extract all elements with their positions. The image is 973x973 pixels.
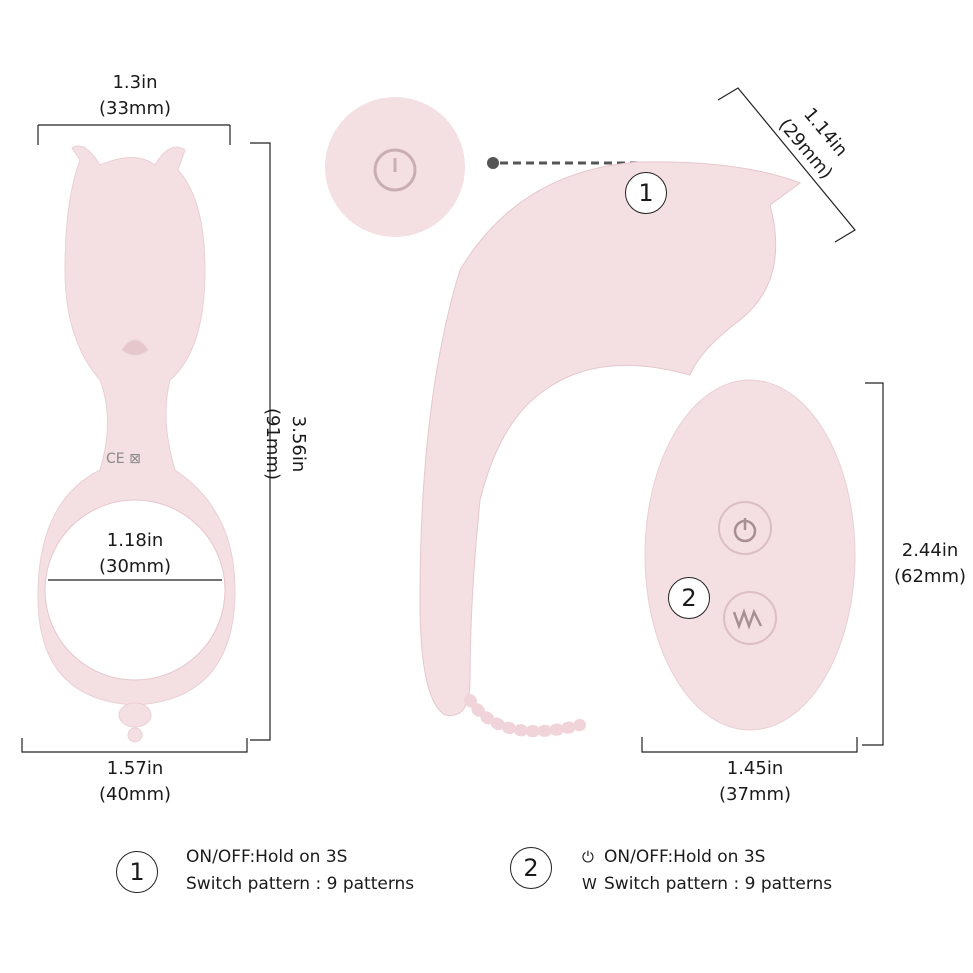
depth-dimension-line bbox=[717, 87, 856, 243]
remote-dimension-lines bbox=[641, 382, 884, 753]
ring-inner-label: 1.18in(30mm) bbox=[98, 530, 172, 577]
bottom-width-label: 1.57in(40mm) bbox=[98, 758, 172, 805]
remote-pattern-button[interactable] bbox=[723, 591, 777, 645]
legend-callout-1: 1 bbox=[116, 851, 158, 893]
remote-width-label: 1.45in(37mm) bbox=[718, 758, 792, 805]
remote-control bbox=[644, 379, 856, 731]
callout-2: 2 bbox=[668, 577, 710, 619]
top-width-label: 1.3in(33mm) bbox=[98, 72, 172, 119]
power-icon: ⏻ bbox=[582, 848, 594, 866]
wave-icon bbox=[732, 608, 763, 630]
remote-height-label: 2.44in(62mm) bbox=[893, 540, 967, 587]
wave-icon: W bbox=[582, 875, 597, 893]
left-dimension-lines bbox=[21, 124, 271, 753]
button-detail-inset bbox=[325, 97, 645, 237]
height-label: 3.56in(91mm) bbox=[262, 407, 309, 481]
cock-ring-device bbox=[37, 145, 236, 743]
ce-mark: CE ⊠ bbox=[106, 451, 141, 467]
legend-callout-2: 2 bbox=[510, 847, 552, 889]
callout-1: 1 bbox=[625, 172, 667, 214]
curved-vibrator-device bbox=[419, 161, 802, 738]
